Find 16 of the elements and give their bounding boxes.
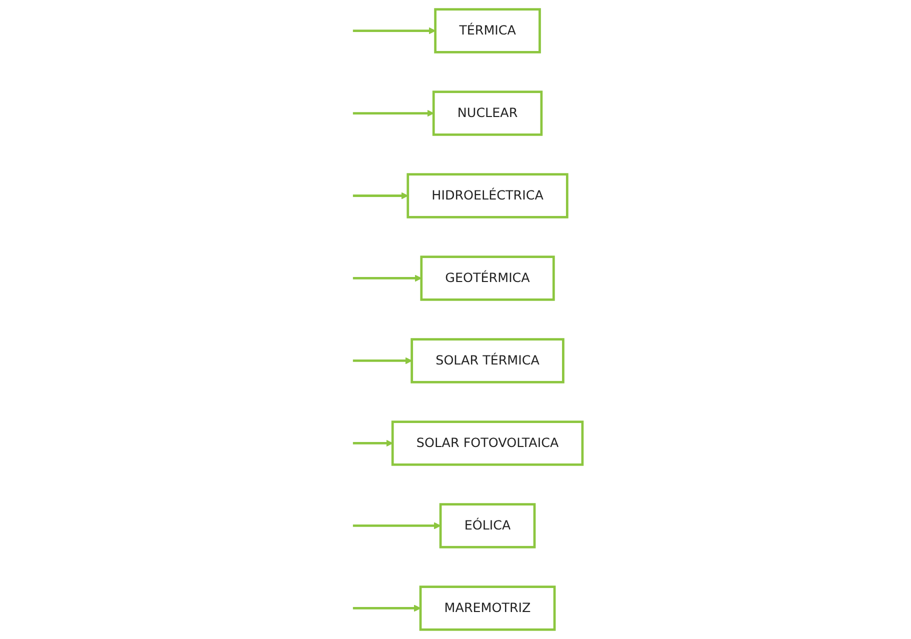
- node-box: SOLAR TÉRMICA: [410, 338, 564, 384]
- arrow: [353, 522, 441, 530]
- node-box: SOLAR FOTOVOLTAICA: [392, 420, 584, 466]
- node-box: NUCLEAR: [432, 90, 543, 136]
- arrow: [353, 274, 422, 282]
- node-box: TÉRMICA: [434, 8, 542, 54]
- arrow: [353, 192, 408, 200]
- node-box: GEOTÉRMICA: [420, 256, 555, 301]
- node-box: HIDROELÉCTRICA: [406, 173, 568, 218]
- node-box: EÓLICA: [439, 503, 536, 548]
- arrow: [353, 27, 436, 34]
- node-box: MAREMOTRIZ: [419, 586, 556, 631]
- arrow: [353, 604, 421, 612]
- arrow: [353, 440, 393, 447]
- arrow: [353, 110, 434, 117]
- arrow: [353, 357, 412, 364]
